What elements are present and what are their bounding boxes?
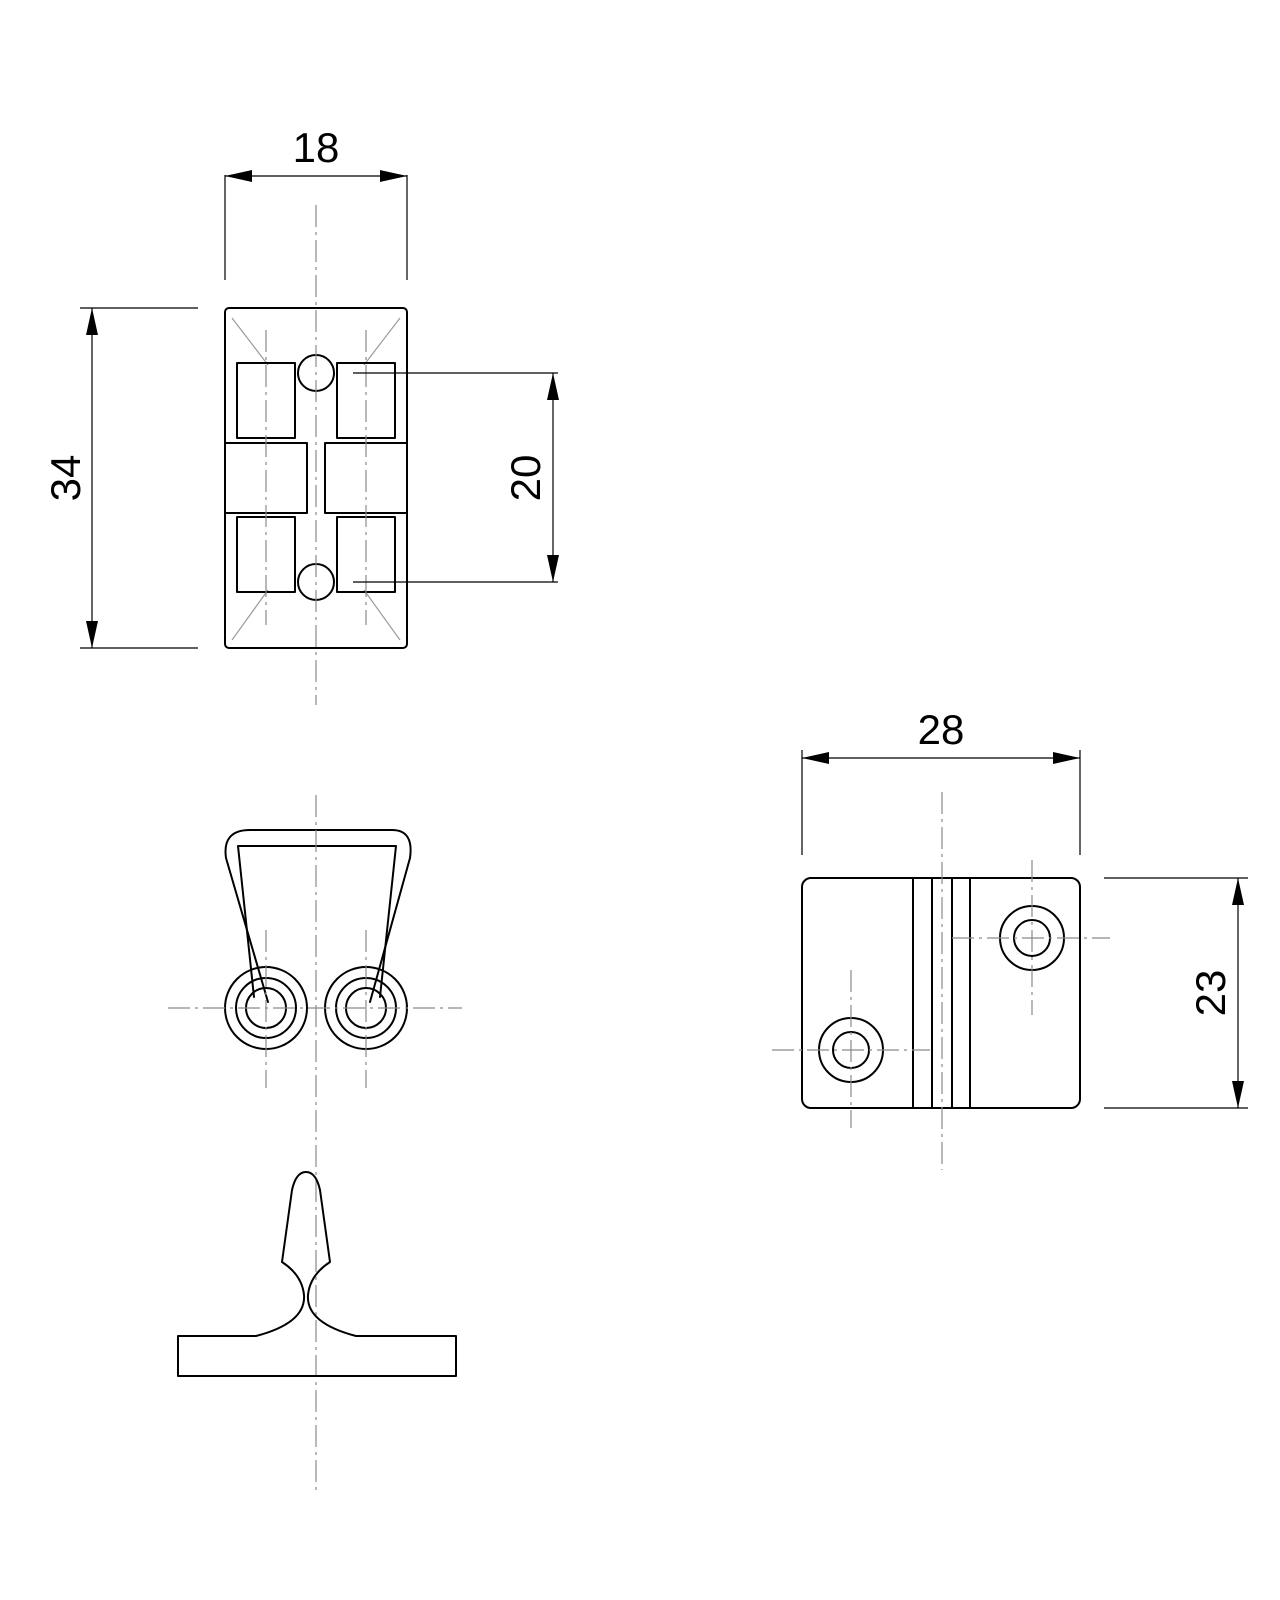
front-view	[224, 205, 408, 705]
front-view-chamfer-lines	[231, 317, 401, 641]
spring-wire-inner	[237, 845, 397, 998]
dimension-width-right: 28	[801, 706, 1081, 855]
bottom-view-profile	[177, 1171, 457, 1377]
dimension-height-left-label: 34	[42, 455, 89, 502]
dimension-height-left: 34	[42, 307, 198, 649]
dimension-hole-spacing-label: 20	[502, 455, 549, 502]
dimension-height-right-label: 23	[1187, 970, 1234, 1017]
t-profile-outline	[177, 1171, 457, 1377]
plate-outline	[801, 877, 1081, 1109]
dimension-width-right-label: 28	[918, 706, 965, 753]
spring-wire-outer	[224, 829, 412, 1003]
dimension-hole-spacing: 20	[353, 372, 559, 583]
side-view-spring	[168, 795, 462, 1495]
dimension-width-top-label: 18	[293, 124, 340, 171]
dimension-width-top: 18	[224, 124, 408, 280]
dimension-height-right: 23	[1104, 877, 1248, 1109]
plate-view	[772, 792, 1110, 1170]
